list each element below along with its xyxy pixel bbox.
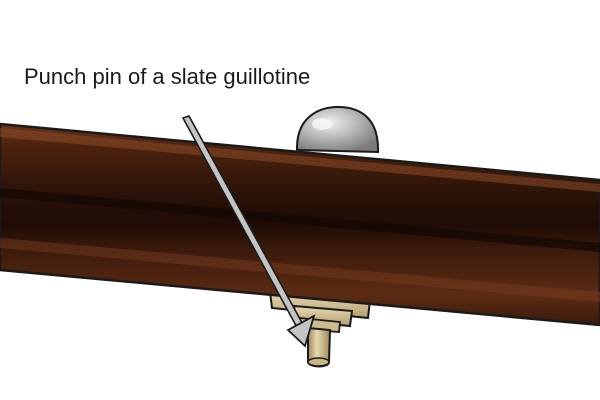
illustration-label: Punch pin of a slate guillotine bbox=[24, 64, 311, 89]
pointer-arrow-icon bbox=[181, 115, 316, 348]
punch-pin-knob bbox=[295, 105, 380, 154]
slate-guillotine-bar bbox=[0, 122, 600, 327]
